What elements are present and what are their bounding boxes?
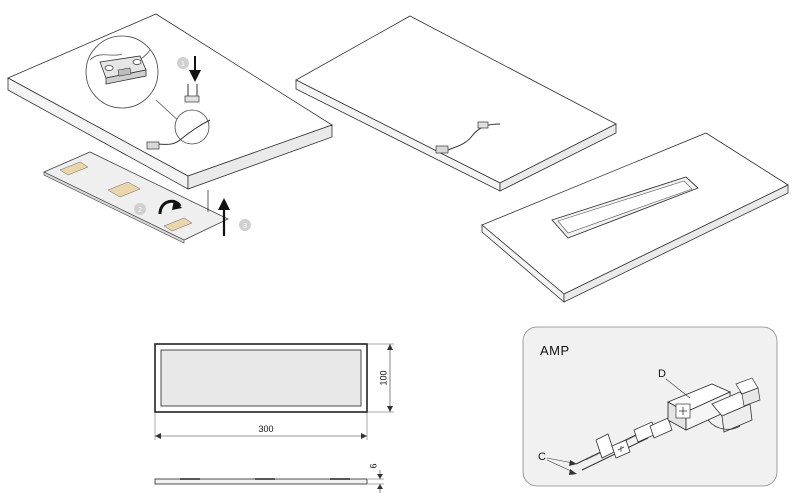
- step-marker-1: 1: [177, 57, 189, 69]
- step-marker-2-label: 2: [138, 207, 142, 214]
- dimension-height-label: 100: [378, 370, 388, 385]
- amp-connector-drawing: [575, 377, 761, 471]
- connector-small: [146, 56, 211, 150]
- step-marker-3: 3: [239, 219, 251, 231]
- board-top-left: [7, 13, 333, 190]
- label-c: C: [538, 451, 546, 463]
- label-c-leader-1: [546, 457, 574, 464]
- step-marker-1-label: 1: [181, 61, 185, 68]
- label-c-leader-2: [546, 459, 574, 473]
- label-d: D: [658, 368, 666, 380]
- label-d-leader: [665, 378, 691, 399]
- dimension-height: 100: [368, 343, 394, 413]
- connector-detail-magnifier: [85, 35, 159, 109]
- dimension-thickness: 6: [368, 463, 384, 493]
- board-top-middle: [295, 15, 617, 192]
- step-marker-2: 2: [134, 203, 146, 215]
- panel-side-view: [154, 478, 368, 485]
- led-panel: [43, 151, 230, 244]
- dimension-thickness-label: 6: [368, 463, 378, 468]
- dimension-width: 300: [154, 413, 368, 440]
- board-recessed: [481, 132, 789, 303]
- amp-connector-box: AMP D C: [522, 326, 778, 487]
- dimension-width-label: 300: [258, 424, 273, 434]
- amp-title: AMP: [540, 343, 570, 358]
- panel-front-view: [154, 343, 368, 413]
- step-marker-3-label: 3: [243, 223, 247, 230]
